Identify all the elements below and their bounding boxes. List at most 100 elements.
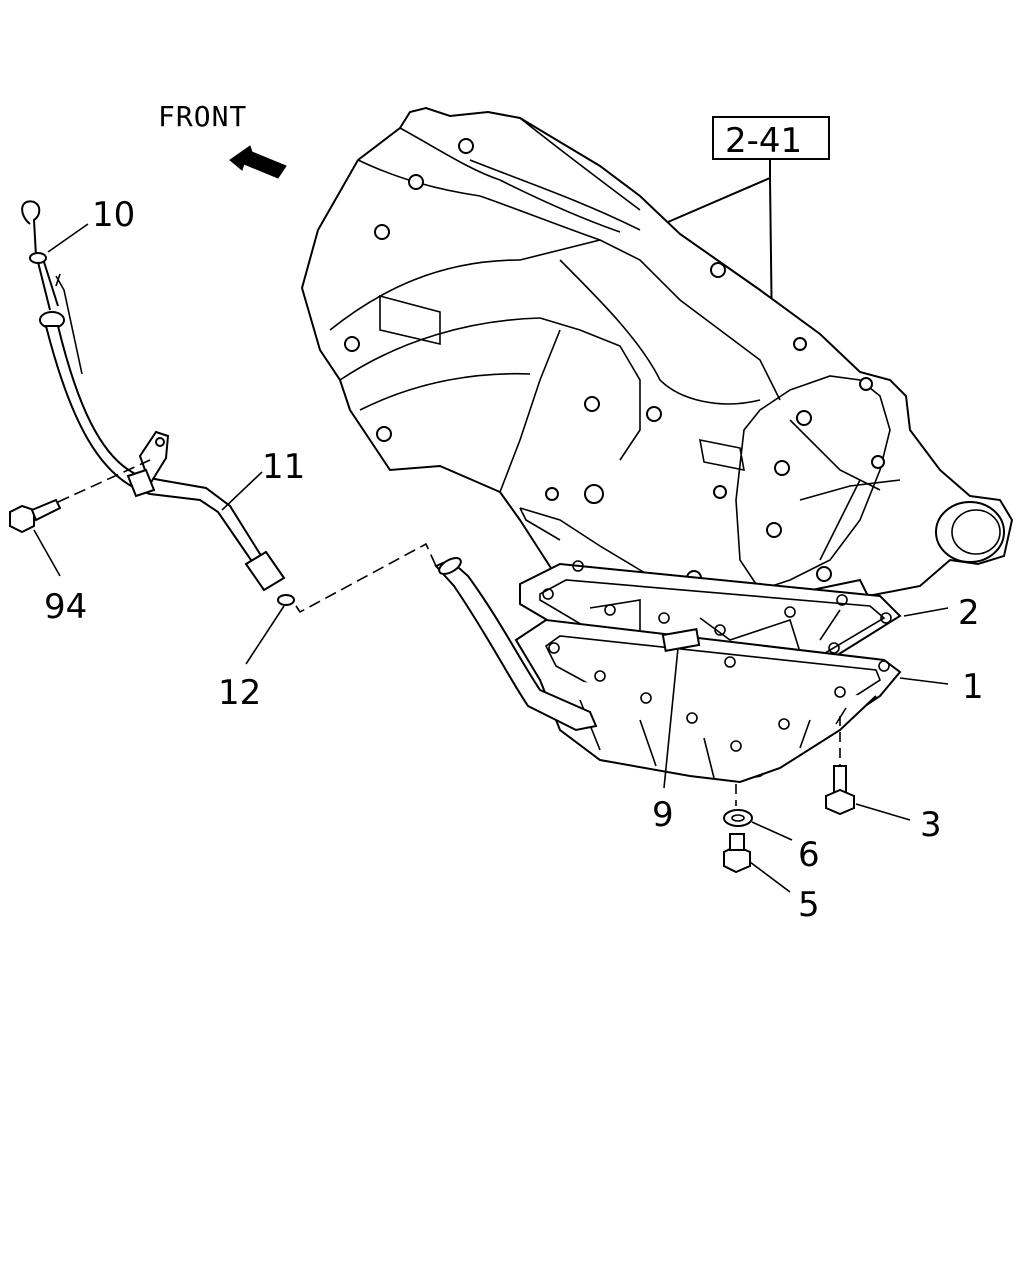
filler-tube-lower[interactable] xyxy=(434,555,598,732)
leader-1 xyxy=(899,677,949,685)
reference-label: 2-41 xyxy=(725,121,802,161)
leader-10 xyxy=(47,223,89,253)
housing-bolt xyxy=(793,337,807,351)
leader-11 xyxy=(221,471,263,511)
output-shaft-inner xyxy=(951,509,1001,555)
dipstick-blade xyxy=(37,261,59,311)
housing-bolt xyxy=(713,485,727,499)
bolt-hole xyxy=(714,624,726,636)
housing-bolt xyxy=(710,262,726,278)
bolt-hole xyxy=(686,712,698,724)
housing-bolt xyxy=(344,336,360,352)
housing-bolt xyxy=(796,410,812,426)
leader-lines xyxy=(33,223,949,893)
bolt-hole xyxy=(640,692,652,704)
o-ring[interactable] xyxy=(277,594,295,606)
leader-5 xyxy=(749,861,791,893)
housing-bolt xyxy=(458,138,474,154)
dipstick[interactable] xyxy=(21,200,83,375)
callout-5[interactable]: 5 xyxy=(798,885,820,925)
housing-bolt xyxy=(859,377,873,391)
bracket-bolt[interactable] xyxy=(9,498,62,534)
callout-10[interactable]: 10 xyxy=(92,195,135,235)
bolt-hole xyxy=(828,642,840,654)
dipstick-tip xyxy=(55,273,83,375)
filler-tube-lower-end xyxy=(438,557,462,575)
filler-tube[interactable] xyxy=(44,325,286,592)
front-indicator: FRONT xyxy=(158,100,287,179)
drain-washer[interactable] xyxy=(723,809,753,827)
housing-bolt xyxy=(376,426,392,442)
filler-tube-lower-body xyxy=(434,558,598,732)
sensor-block xyxy=(699,438,745,472)
dipstick-cap xyxy=(29,252,47,264)
cooler-tube xyxy=(559,259,761,405)
washer-outer xyxy=(723,809,753,827)
housing-bolt xyxy=(766,522,782,538)
callout-11[interactable]: 11 xyxy=(262,447,305,487)
bolt-shank xyxy=(30,498,62,522)
callout-3[interactable]: 3 xyxy=(920,805,942,845)
leader-12 xyxy=(245,605,285,665)
pan-bolt[interactable] xyxy=(825,765,855,816)
extension-flange xyxy=(735,375,891,591)
callouts: 10 11 12 94 2 1 3 6 5 9 xyxy=(44,195,984,925)
output-shaft xyxy=(935,501,1005,563)
front-label: FRONT xyxy=(158,100,247,133)
callout-6[interactable]: 6 xyxy=(798,835,820,875)
bolt-hole xyxy=(834,686,846,698)
callout-94[interactable]: 94 xyxy=(44,587,87,627)
leader-94 xyxy=(33,529,61,577)
housing-bolts xyxy=(344,138,885,586)
bolt-hole xyxy=(730,740,742,752)
flange-ribs xyxy=(789,419,901,561)
filler-tube-clamp xyxy=(126,468,156,498)
bolt-hole xyxy=(548,642,560,654)
housing-bolt xyxy=(646,406,662,422)
reference-box[interactable]: 2-41 xyxy=(712,116,830,161)
bolt-hole xyxy=(604,604,616,616)
filler-tube-end xyxy=(244,550,286,592)
bolt-hole xyxy=(784,606,796,618)
bolt-hole xyxy=(572,560,584,572)
callout-9[interactable]: 9 xyxy=(652,795,674,835)
callout-12[interactable]: 12 xyxy=(218,673,261,713)
housing-bolt xyxy=(545,487,559,501)
housing-bolt xyxy=(871,455,885,469)
pan-bolt-head xyxy=(825,788,855,816)
callout-2[interactable]: 2 xyxy=(958,593,980,633)
housing-ribs-left xyxy=(329,127,541,411)
bolt-head xyxy=(9,504,35,534)
assembly-line-tube xyxy=(295,542,437,614)
bolt-hole xyxy=(778,718,790,730)
front-arrow-icon xyxy=(229,145,287,179)
callout-1[interactable]: 1 xyxy=(962,667,984,707)
housing-bolt xyxy=(774,460,790,476)
housing-ribs-top xyxy=(469,117,641,241)
housing-pad xyxy=(379,294,441,346)
bracket-hole xyxy=(155,437,165,447)
bolt-hole xyxy=(878,660,890,672)
bolt-hole xyxy=(542,588,554,600)
housing-bolt xyxy=(408,174,424,190)
bolt-hole xyxy=(836,594,848,606)
leader-9 xyxy=(663,647,679,789)
reference-frame xyxy=(712,116,830,160)
pan-bolt-holes xyxy=(542,560,892,752)
drain-plug-thread xyxy=(729,833,745,851)
leader-2 xyxy=(903,607,949,617)
leader-3 xyxy=(855,803,911,821)
drain-plug[interactable] xyxy=(723,833,751,874)
leader-6 xyxy=(751,821,793,841)
housing-bolt xyxy=(584,484,604,504)
bolt-hole xyxy=(594,670,606,682)
washer-inner xyxy=(731,814,745,822)
pan-body xyxy=(539,679,877,784)
magnet xyxy=(661,628,701,652)
housing-bolt xyxy=(584,396,600,412)
housing-bolt xyxy=(374,224,390,240)
bolt-hole xyxy=(658,612,670,624)
bolt-hole xyxy=(724,656,736,668)
